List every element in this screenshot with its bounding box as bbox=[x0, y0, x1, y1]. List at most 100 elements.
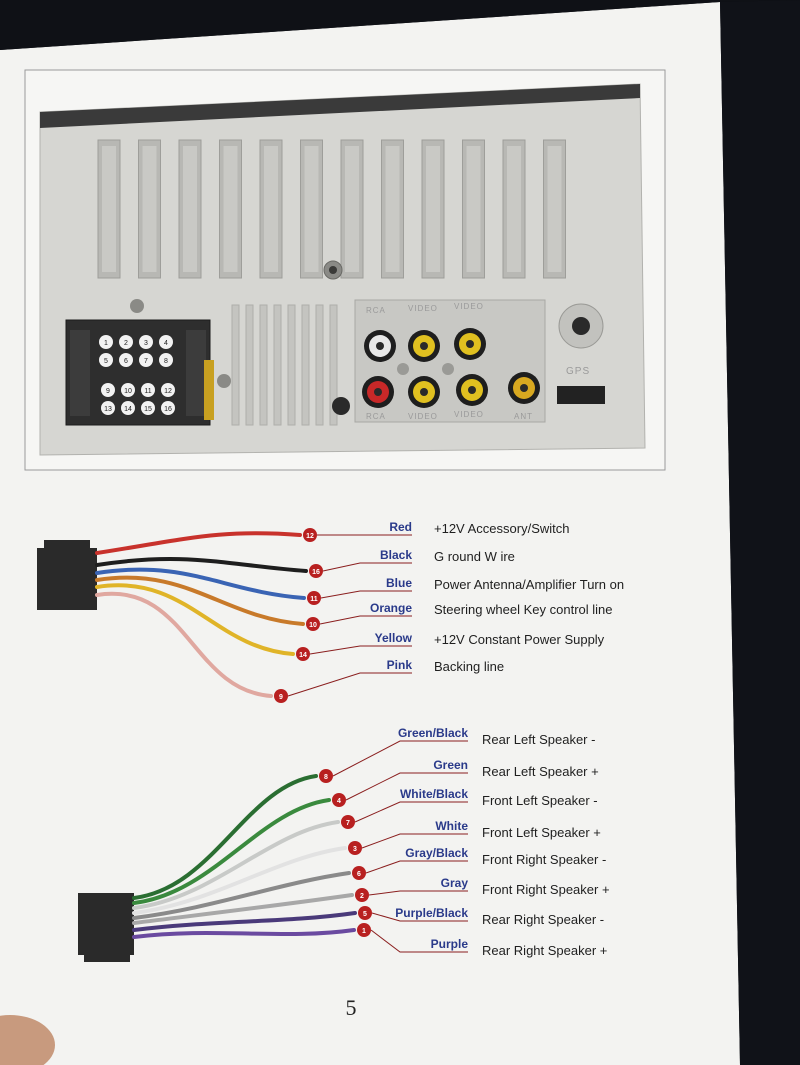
speaker-pin-number: 8 bbox=[324, 774, 328, 781]
speaker-function-label: Rear Left Speaker - bbox=[482, 732, 596, 747]
speaker-function-label: Front Left Speaker - bbox=[482, 793, 598, 808]
connector-pin bbox=[141, 383, 155, 397]
power-pin-marker bbox=[274, 689, 288, 703]
power-color-label: Yellow bbox=[374, 631, 412, 645]
connector-pin-number: 2 bbox=[124, 340, 128, 347]
power-pin-number: 16 bbox=[312, 569, 320, 576]
speaker-leader-line bbox=[371, 912, 468, 922]
speaker-leader-line bbox=[361, 833, 468, 849]
power-leader-line bbox=[309, 645, 412, 655]
connector-pin-number: 13 bbox=[104, 406, 112, 413]
speaker-pin-marker bbox=[358, 906, 372, 920]
vent-slot bbox=[287, 304, 296, 426]
speaker-leader-line bbox=[365, 860, 468, 874]
connector-pin-number: 16 bbox=[164, 406, 172, 413]
background-top bbox=[0, 0, 800, 50]
connector-pin bbox=[99, 353, 113, 367]
speaker-color-label: Gray bbox=[440, 876, 468, 890]
lower-vents bbox=[231, 304, 338, 426]
speaker-pin-marker bbox=[319, 769, 333, 783]
heatsink-fin-face bbox=[507, 146, 521, 272]
connector-pin bbox=[161, 383, 175, 397]
screw-left bbox=[130, 299, 144, 313]
connector-pin-number: 15 bbox=[144, 406, 152, 413]
power-color-label: Pink bbox=[386, 658, 412, 672]
power-leader-line bbox=[287, 672, 412, 697]
heatsink-fin-face bbox=[466, 146, 481, 272]
rca-screw bbox=[397, 363, 409, 375]
connector-pin bbox=[119, 353, 133, 367]
power-wire bbox=[95, 531, 302, 555]
mic-jack bbox=[332, 397, 350, 415]
heatsink-fin-face bbox=[426, 146, 440, 272]
rca-jack-center bbox=[374, 388, 382, 396]
connector-pin bbox=[101, 401, 115, 415]
power-leader-line bbox=[319, 615, 412, 625]
rca-jacks bbox=[362, 328, 540, 408]
speaker-leader-line bbox=[332, 740, 468, 777]
speaker-leader-line bbox=[354, 801, 468, 823]
rca-top-label-3: VIDEO bbox=[454, 302, 484, 311]
speaker-wire bbox=[132, 820, 340, 910]
power-wire bbox=[95, 583, 295, 656]
power-function-label: Backing line bbox=[434, 659, 505, 674]
ant-label: ANT bbox=[514, 412, 533, 421]
speaker-color-label: Purple bbox=[430, 937, 468, 951]
vent-slot bbox=[301, 304, 310, 426]
connector-pin bbox=[141, 401, 155, 415]
rca-jack-center bbox=[468, 386, 476, 394]
power-pin-number: 10 bbox=[309, 622, 317, 629]
power-pin-number: 12 bbox=[306, 533, 314, 540]
power-function-label: G round W ire bbox=[434, 549, 515, 564]
speaker-wire bbox=[132, 928, 356, 939]
background-right bbox=[720, 0, 800, 1065]
speaker-pin-number: 1 bbox=[362, 928, 366, 935]
sd-slot bbox=[557, 386, 605, 404]
power-pin-marker bbox=[296, 647, 310, 661]
power-pin-marker bbox=[303, 528, 317, 542]
speaker-function-label: Rear Right Speaker + bbox=[482, 943, 608, 958]
connector-pin-number: 12 bbox=[164, 388, 172, 395]
heatsink-fin-face bbox=[264, 146, 278, 272]
connector-pin bbox=[101, 383, 115, 397]
power-leader-line bbox=[322, 562, 412, 572]
connector-pin bbox=[159, 353, 173, 367]
power-wire bbox=[95, 557, 308, 573]
speaker-color-label: Green bbox=[433, 758, 468, 772]
socket-latch-left bbox=[70, 330, 90, 416]
power-pin-marker bbox=[309, 564, 323, 578]
power-pin-number: 14 bbox=[299, 652, 307, 659]
speaker-leader-line bbox=[368, 890, 468, 896]
rca-bottom-label-2: VIDEO bbox=[408, 412, 438, 421]
connector-pin-number: 14 bbox=[124, 406, 132, 413]
thumb bbox=[0, 1015, 55, 1065]
vent-slot bbox=[259, 304, 268, 426]
power-wire bbox=[95, 575, 305, 626]
speaker-pin-marker bbox=[352, 866, 366, 880]
connector-pin bbox=[139, 353, 153, 367]
vent-slot bbox=[245, 304, 254, 426]
gps-port bbox=[572, 317, 590, 335]
speaker-pin-marker bbox=[332, 793, 346, 807]
speaker-pin-marker bbox=[348, 841, 362, 855]
speaker-pin-number: 6 bbox=[357, 871, 361, 878]
vent-slot bbox=[329, 304, 338, 426]
speaker-color-label: White bbox=[435, 819, 468, 833]
rca-jack-center bbox=[376, 342, 384, 350]
power-color-label: Orange bbox=[369, 601, 412, 615]
heatsink-fin-face bbox=[385, 146, 400, 272]
speaker-color-label: White/Black bbox=[399, 787, 468, 801]
speaker-color-label: Green/Black bbox=[397, 726, 468, 740]
speaker-leader-line bbox=[345, 772, 468, 801]
heatsink-fin-face bbox=[304, 146, 319, 272]
heatsink-fin-face bbox=[345, 146, 359, 272]
connector-pin bbox=[159, 335, 173, 349]
heatsink-fin-face bbox=[223, 146, 238, 272]
heatsink-fin-face bbox=[142, 146, 157, 272]
rca-jack-center bbox=[420, 342, 428, 350]
power-color-label: Black bbox=[379, 548, 412, 562]
speaker-leader-line bbox=[370, 929, 468, 953]
rca-bottom-label-1: RCA bbox=[366, 412, 386, 421]
power-color-label: Blue bbox=[385, 576, 412, 590]
